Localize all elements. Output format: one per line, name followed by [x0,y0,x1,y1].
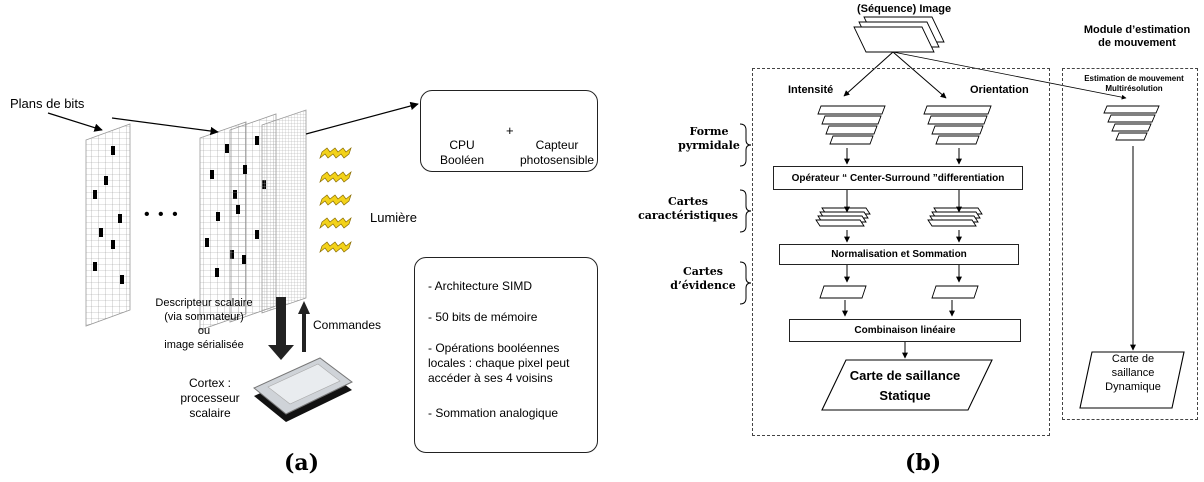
commands-label: Commandes [313,318,382,332]
pyramid-intensity [817,105,886,145]
bit-planes-label: Plans de bits [10,96,85,111]
motion-module-frame [1062,68,1198,420]
commands-up-arrow [298,301,310,352]
descriptor-label: Descripteur scalaire (via sommateur) ou … [155,297,253,351]
arrow-to-plane-2 [111,117,219,136]
feature-maps-label: Cartes caractéristiques [638,195,738,222]
center-surround-box: Opérateur “ Center-Surround ”differentia… [773,166,1023,190]
evidence-map-orientation [931,285,979,299]
arrow-to-cpu-box [305,101,419,135]
normalisation-box: Normalisation et Sommation [779,244,1019,265]
pyramid-orientation [923,105,992,145]
static-saliency-label: Carte de saillance Statique [849,368,961,403]
feature-boolean-ops: - Opérations booléennes locales : chaque… [428,341,570,385]
evidence-map-intensity [819,285,867,299]
static-saliency-shape [821,359,993,411]
pyramid-form-label: Forme pyrmidale [678,125,740,152]
braces [739,123,752,305]
pyramid-motion [1103,105,1160,141]
linear-combination-box: Combinaison linéaire [789,319,1021,342]
image-stack [853,16,945,53]
arrow-to-plane-1 [47,112,103,132]
cortex-label: Cortex : processeur scalaire [180,376,240,420]
motion-estimation-label: Estimation de mouvement Multirésolution [1084,74,1184,93]
dynamic-saliency-label: Carte de saillance Dynamique [1105,353,1161,393]
bit-plane-1 [85,123,131,327]
feature-memory: - 50 bits de mémoire [428,310,538,324]
sensor-label: Capteur photosensible [520,138,595,167]
flow-arrows [842,146,1136,359]
image-sequence-label: (Séquence) Image [857,3,952,15]
motion-module-title: Module d’estimation de mouvement [1083,24,1191,49]
descriptor-down-arrow [268,297,294,360]
dynamic-saliency-shape [1079,351,1185,409]
cpu-sensor-box [420,90,598,172]
caption-a: (a) [284,450,320,476]
feature-analog-sum: - Sommation analogique [428,406,559,420]
main-pipeline-frame [752,68,1050,436]
features-box [414,257,598,453]
caption-b: (b) [905,450,942,476]
bit-plane-4 [261,109,307,314]
feature-simd: - Architecture SIMD [428,279,533,293]
plus-sign: + [506,123,514,138]
cpu-label: CPU Booléen [440,138,485,167]
orientation-label: Orientation [970,84,1029,96]
cortex-chip-icon [253,357,353,422]
intensity-label: Intensité [788,84,834,96]
evidence-maps-label: Cartes d’évidence [670,265,736,292]
light-bolts [319,146,352,254]
ellipsis: • • • [144,206,180,223]
light-label: Lumière [370,210,417,225]
